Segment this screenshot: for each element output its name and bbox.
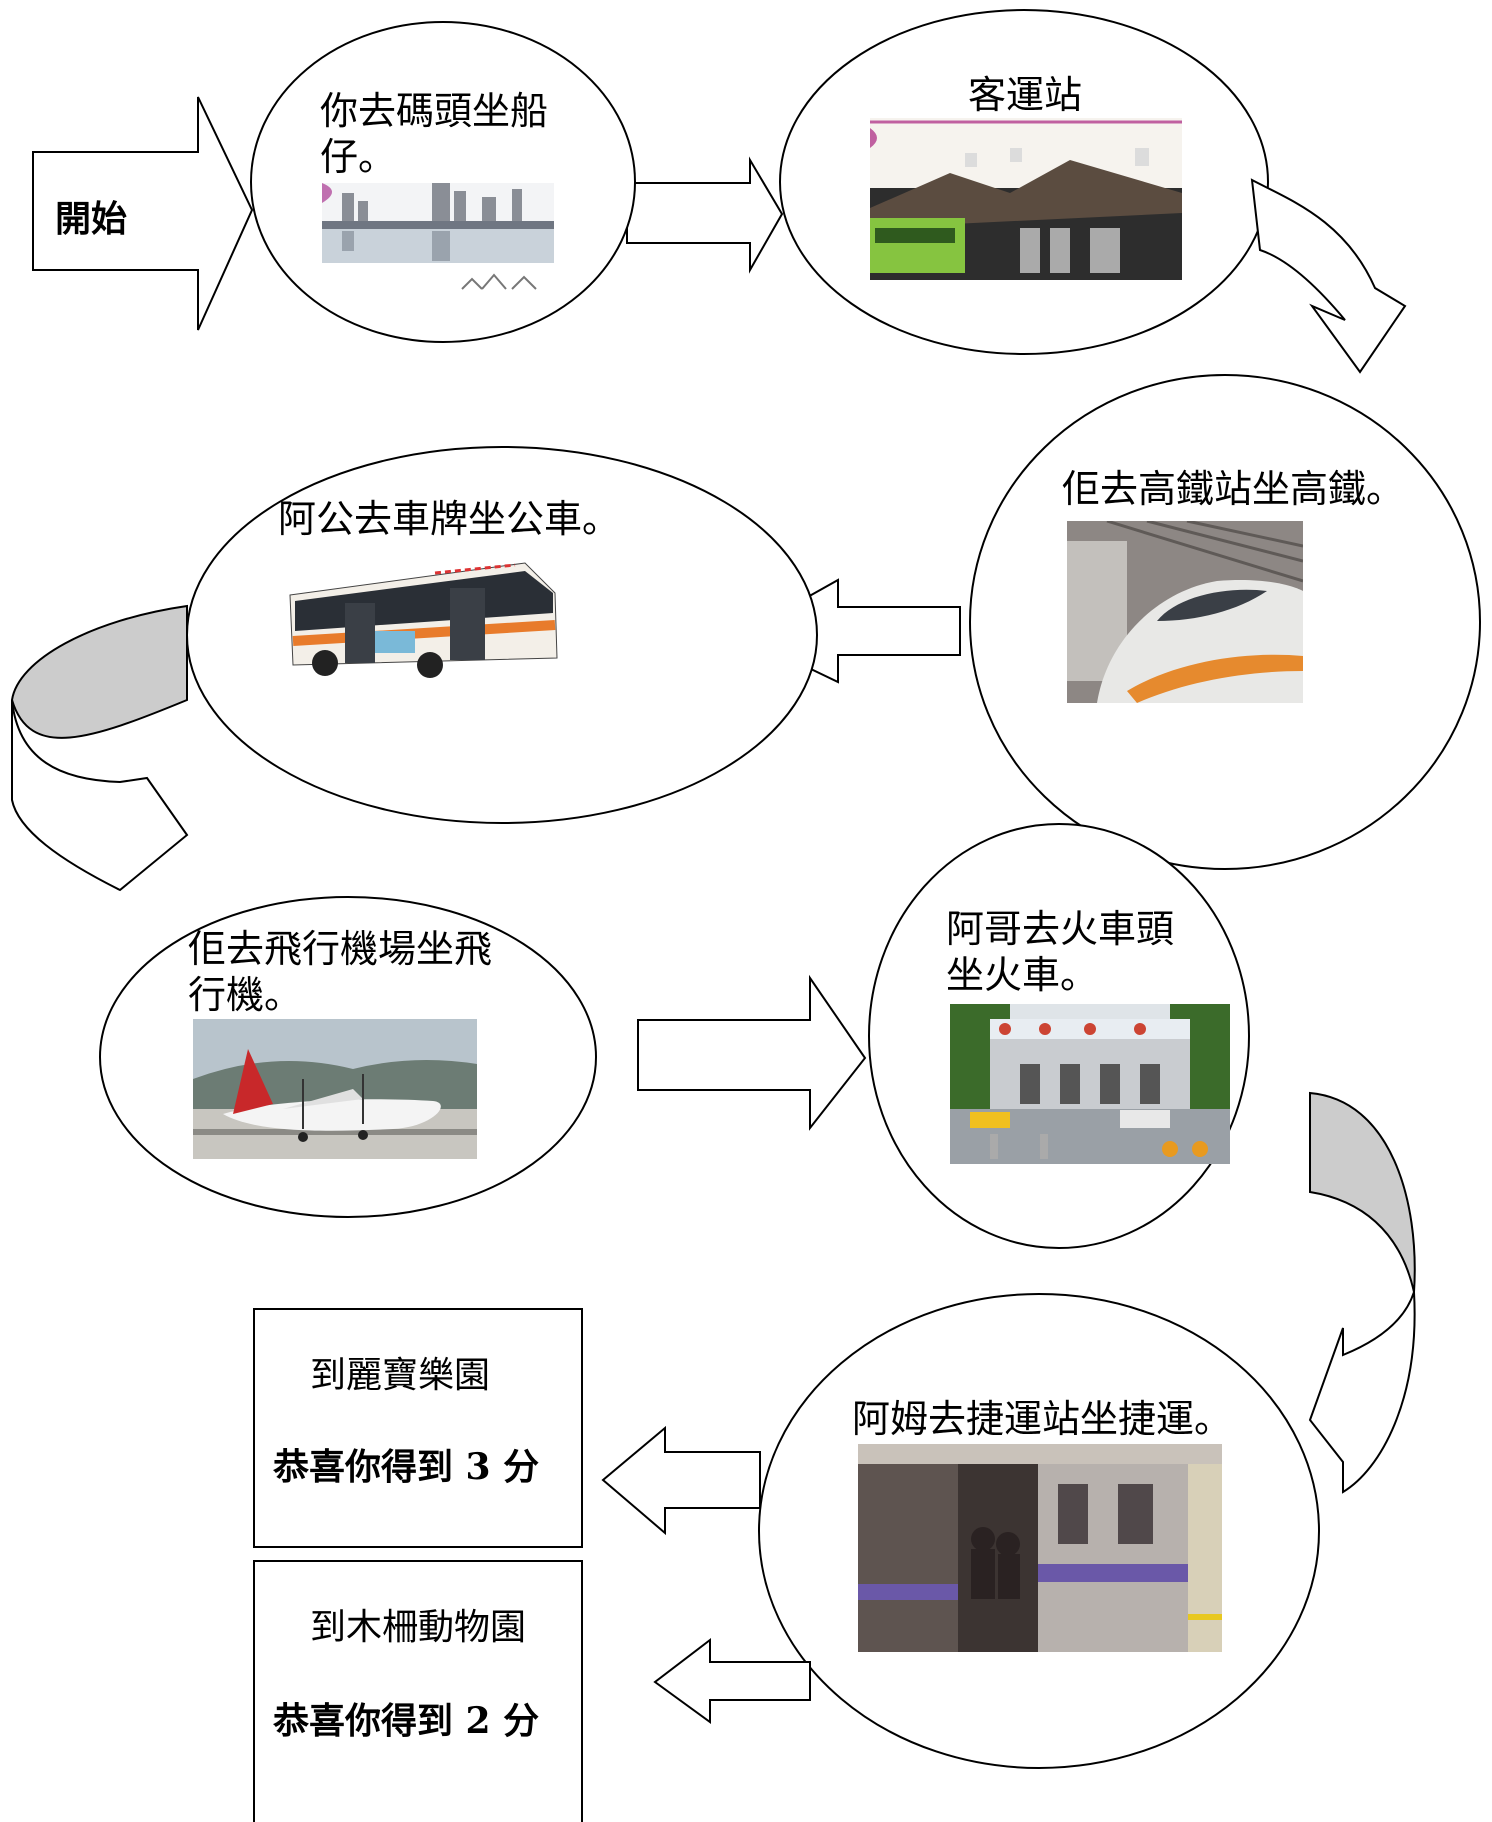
start-arrow: [32, 96, 254, 331]
outcome-box-1: 到麗寶樂園 恭喜你得到 3 分: [253, 1308, 583, 1548]
arrow-bus-station-to-hsr: [1250, 178, 1407, 374]
arrow-mrt-to-outcome-1: [601, 1425, 761, 1536]
arrow-mrt-to-outcome-2: [653, 1637, 811, 1724]
arrow-plane-to-train: [637, 974, 867, 1131]
node-train-text: 阿哥去火車頭坐火車。: [946, 907, 1175, 997]
riverside-pier-photo: [322, 183, 554, 291]
ribbon-bus-to-plane: [10, 604, 189, 892]
outcome-2-destination: 到木柵動物園: [310, 1607, 527, 1648]
outcome-box-2: 到木柵動物園 恭喜你得到 2 分: [253, 1560, 583, 1822]
outcome-1-destination: 到麗寶樂園: [310, 1355, 491, 1396]
high-speed-train-photo: [1067, 521, 1303, 703]
node-bus-station-text: 客運站: [968, 73, 1083, 117]
airplane-photo: [193, 1019, 477, 1159]
node-mrt-text: 阿姆去捷運站坐捷運。: [852, 1397, 1233, 1441]
city-bus-photo: [285, 553, 561, 683]
node-plane-text: 佢去飛行機場坐飛行機。: [188, 927, 493, 1017]
node-boat: [250, 21, 636, 343]
start-label: 開始: [55, 199, 128, 240]
train-station-photo: [950, 1004, 1230, 1164]
outcome-2-score: 恭喜你得到 2 分: [273, 1700, 540, 1742]
outcome-1-score: 恭喜你得到 3 分: [273, 1446, 540, 1488]
bus-station-photo: [870, 118, 1182, 280]
ribbon-train-to-mrt: [1308, 1091, 1416, 1494]
arrow-boat-to-bus-station: [626, 156, 784, 274]
node-boat-text: 你去碼頭坐船仔。: [320, 89, 549, 179]
mrt-train-photo: [858, 1444, 1222, 1652]
node-hsr-text: 佢去高鐵站坐高鐵。: [1062, 467, 1405, 511]
node-bus-text: 阿公去車牌坐公車。: [278, 497, 621, 541]
